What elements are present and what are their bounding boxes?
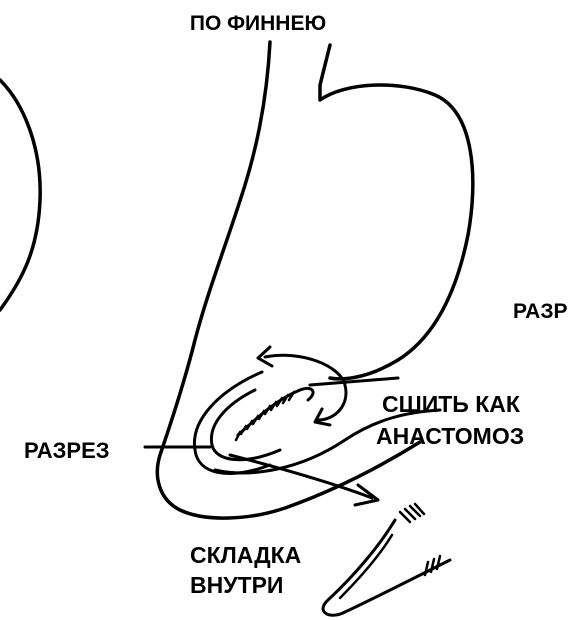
suture-stitches: [236, 392, 294, 440]
label-fold-line1: СКЛАДКА: [190, 542, 301, 568]
stomach-inner-outline: [320, 45, 473, 379]
suture-line: [238, 388, 313, 435]
label-right-cut: РАЗР: [513, 300, 568, 323]
fold-detail-stitches-top: [400, 504, 424, 522]
left-organ-outline: [0, 80, 40, 310]
label-suture-line2: АНАСТОМОЗ: [376, 423, 524, 449]
label-fold-line2: ВНУТРИ: [190, 572, 283, 598]
fold-detail-inner: [340, 535, 392, 598]
label-suture-line1: СШИТЬ КАК: [382, 391, 521, 417]
label-incision: РАЗРЕЗ: [24, 438, 110, 463]
label-top: ПО ФИННЕЮ: [190, 12, 326, 35]
